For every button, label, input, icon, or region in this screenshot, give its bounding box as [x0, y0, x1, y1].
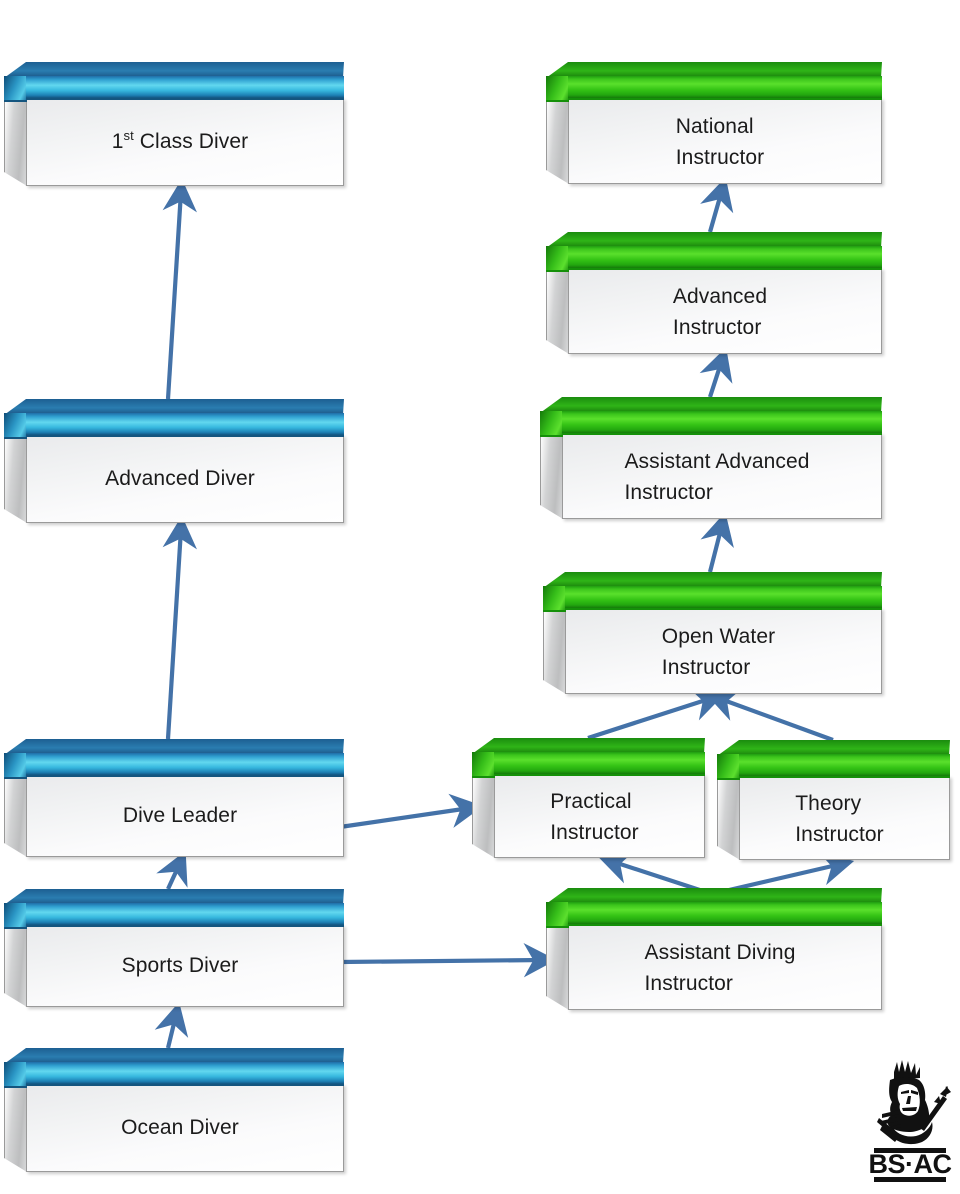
arrow-owi-to-aai	[700, 511, 734, 573]
arrow-theory-to-owi	[705, 688, 834, 742]
box-front-face	[739, 776, 950, 860]
box-left-cap	[546, 246, 569, 272]
box-top-lid	[543, 572, 882, 588]
node-national-instructor[interactable]: National Instructor	[546, 62, 882, 184]
node-open-water-instructor[interactable]: Open Water Instructor	[543, 572, 882, 694]
box-top-lid	[4, 739, 344, 755]
box-top-lid	[4, 889, 344, 905]
node-advanced-instructor[interactable]: Advanced Instructor	[546, 232, 882, 354]
box-left-cap	[546, 902, 569, 928]
box-left-cap	[546, 76, 569, 102]
node-theory-instructor[interactable]: Theory Instructor	[717, 740, 950, 860]
box-top-lid	[717, 740, 950, 756]
node-sports-diver[interactable]: Sports Diver	[4, 889, 344, 1007]
box-top-lid	[546, 232, 882, 248]
bsac-logo: BS·AC	[869, 1060, 952, 1182]
box-accent-bar	[26, 413, 344, 437]
box-accent-bar	[565, 586, 882, 610]
box-top-lid	[4, 62, 344, 78]
box-top-lid	[546, 62, 882, 78]
box-accent-bar	[562, 411, 882, 435]
box-side-face	[4, 435, 27, 523]
box-top-lid	[540, 397, 882, 413]
box-accent-bar	[26, 76, 344, 100]
node-first-class-diver[interactable]: 1st Class Diver	[4, 62, 344, 186]
box-accent-bar	[568, 246, 882, 270]
box-front-face	[565, 608, 882, 694]
node-advanced-diver[interactable]: Advanced Diver	[4, 399, 344, 523]
box-side-face	[4, 1084, 27, 1172]
box-front-face	[26, 435, 344, 523]
box-left-cap	[472, 752, 495, 778]
box-side-face	[4, 775, 27, 857]
box-top-lid	[472, 738, 705, 754]
box-left-cap	[4, 903, 27, 929]
box-top-lid	[4, 1048, 344, 1064]
box-front-face	[562, 433, 882, 519]
box-left-cap	[4, 76, 27, 102]
box-side-face	[546, 268, 569, 354]
box-accent-bar	[739, 754, 950, 778]
arrow-practical-to-owi	[587, 687, 725, 740]
box-left-cap	[4, 753, 27, 779]
box-accent-bar	[494, 752, 705, 776]
box-left-cap	[540, 411, 563, 437]
node-ocean-diver[interactable]: Ocean Diver	[4, 1048, 344, 1172]
box-front-face	[26, 98, 344, 186]
box-side-face	[546, 98, 569, 184]
arrow-advanced-to-first-class	[162, 178, 197, 400]
box-side-face	[4, 925, 27, 1007]
box-side-face	[472, 774, 495, 858]
arrow-sports-to-dive-leader	[156, 850, 188, 890]
node-assistant-diving-instructor[interactable]: Assistant Diving Instructor	[546, 888, 882, 1010]
node-practical-instructor[interactable]: Practical Instructor	[472, 738, 705, 858]
box-front-face	[494, 774, 705, 858]
box-left-cap	[543, 586, 566, 612]
logo-rule-bottom	[874, 1177, 946, 1182]
box-front-face	[568, 98, 882, 184]
box-accent-bar	[568, 902, 882, 926]
box-front-face	[26, 1084, 344, 1172]
box-left-cap	[4, 1062, 27, 1088]
box-side-face	[717, 776, 740, 860]
box-side-face	[546, 924, 569, 1010]
logo-wordmark: BS·AC	[869, 1149, 952, 1179]
box-front-face	[568, 268, 882, 354]
arrow-dive-leader-to-practical	[339, 793, 484, 830]
arrow-ai-to-ni	[700, 177, 734, 233]
logo-rule-top	[874, 1148, 946, 1153]
arrow-aai-to-ai	[699, 347, 733, 398]
node-assistant-advanced-instructor[interactable]: Assistant Advanced Instructor	[540, 397, 882, 519]
arrow-ocean-to-sports	[154, 1001, 189, 1049]
box-front-face	[26, 925, 344, 1007]
box-front-face	[568, 924, 882, 1010]
box-side-face	[540, 433, 563, 519]
arrow-sports-to-adi	[339, 942, 557, 978]
box-accent-bar	[26, 903, 344, 927]
arrow-dive-leader-to-advanced	[162, 515, 197, 740]
box-top-lid	[4, 399, 344, 415]
box-front-face	[26, 775, 344, 857]
box-accent-bar	[26, 1062, 344, 1086]
box-side-face	[4, 98, 27, 186]
box-left-cap	[4, 413, 27, 439]
box-accent-bar	[568, 76, 882, 100]
box-accent-bar	[26, 753, 344, 777]
node-dive-leader[interactable]: Dive Leader	[4, 739, 344, 857]
box-side-face	[543, 608, 566, 694]
box-left-cap	[717, 754, 740, 780]
